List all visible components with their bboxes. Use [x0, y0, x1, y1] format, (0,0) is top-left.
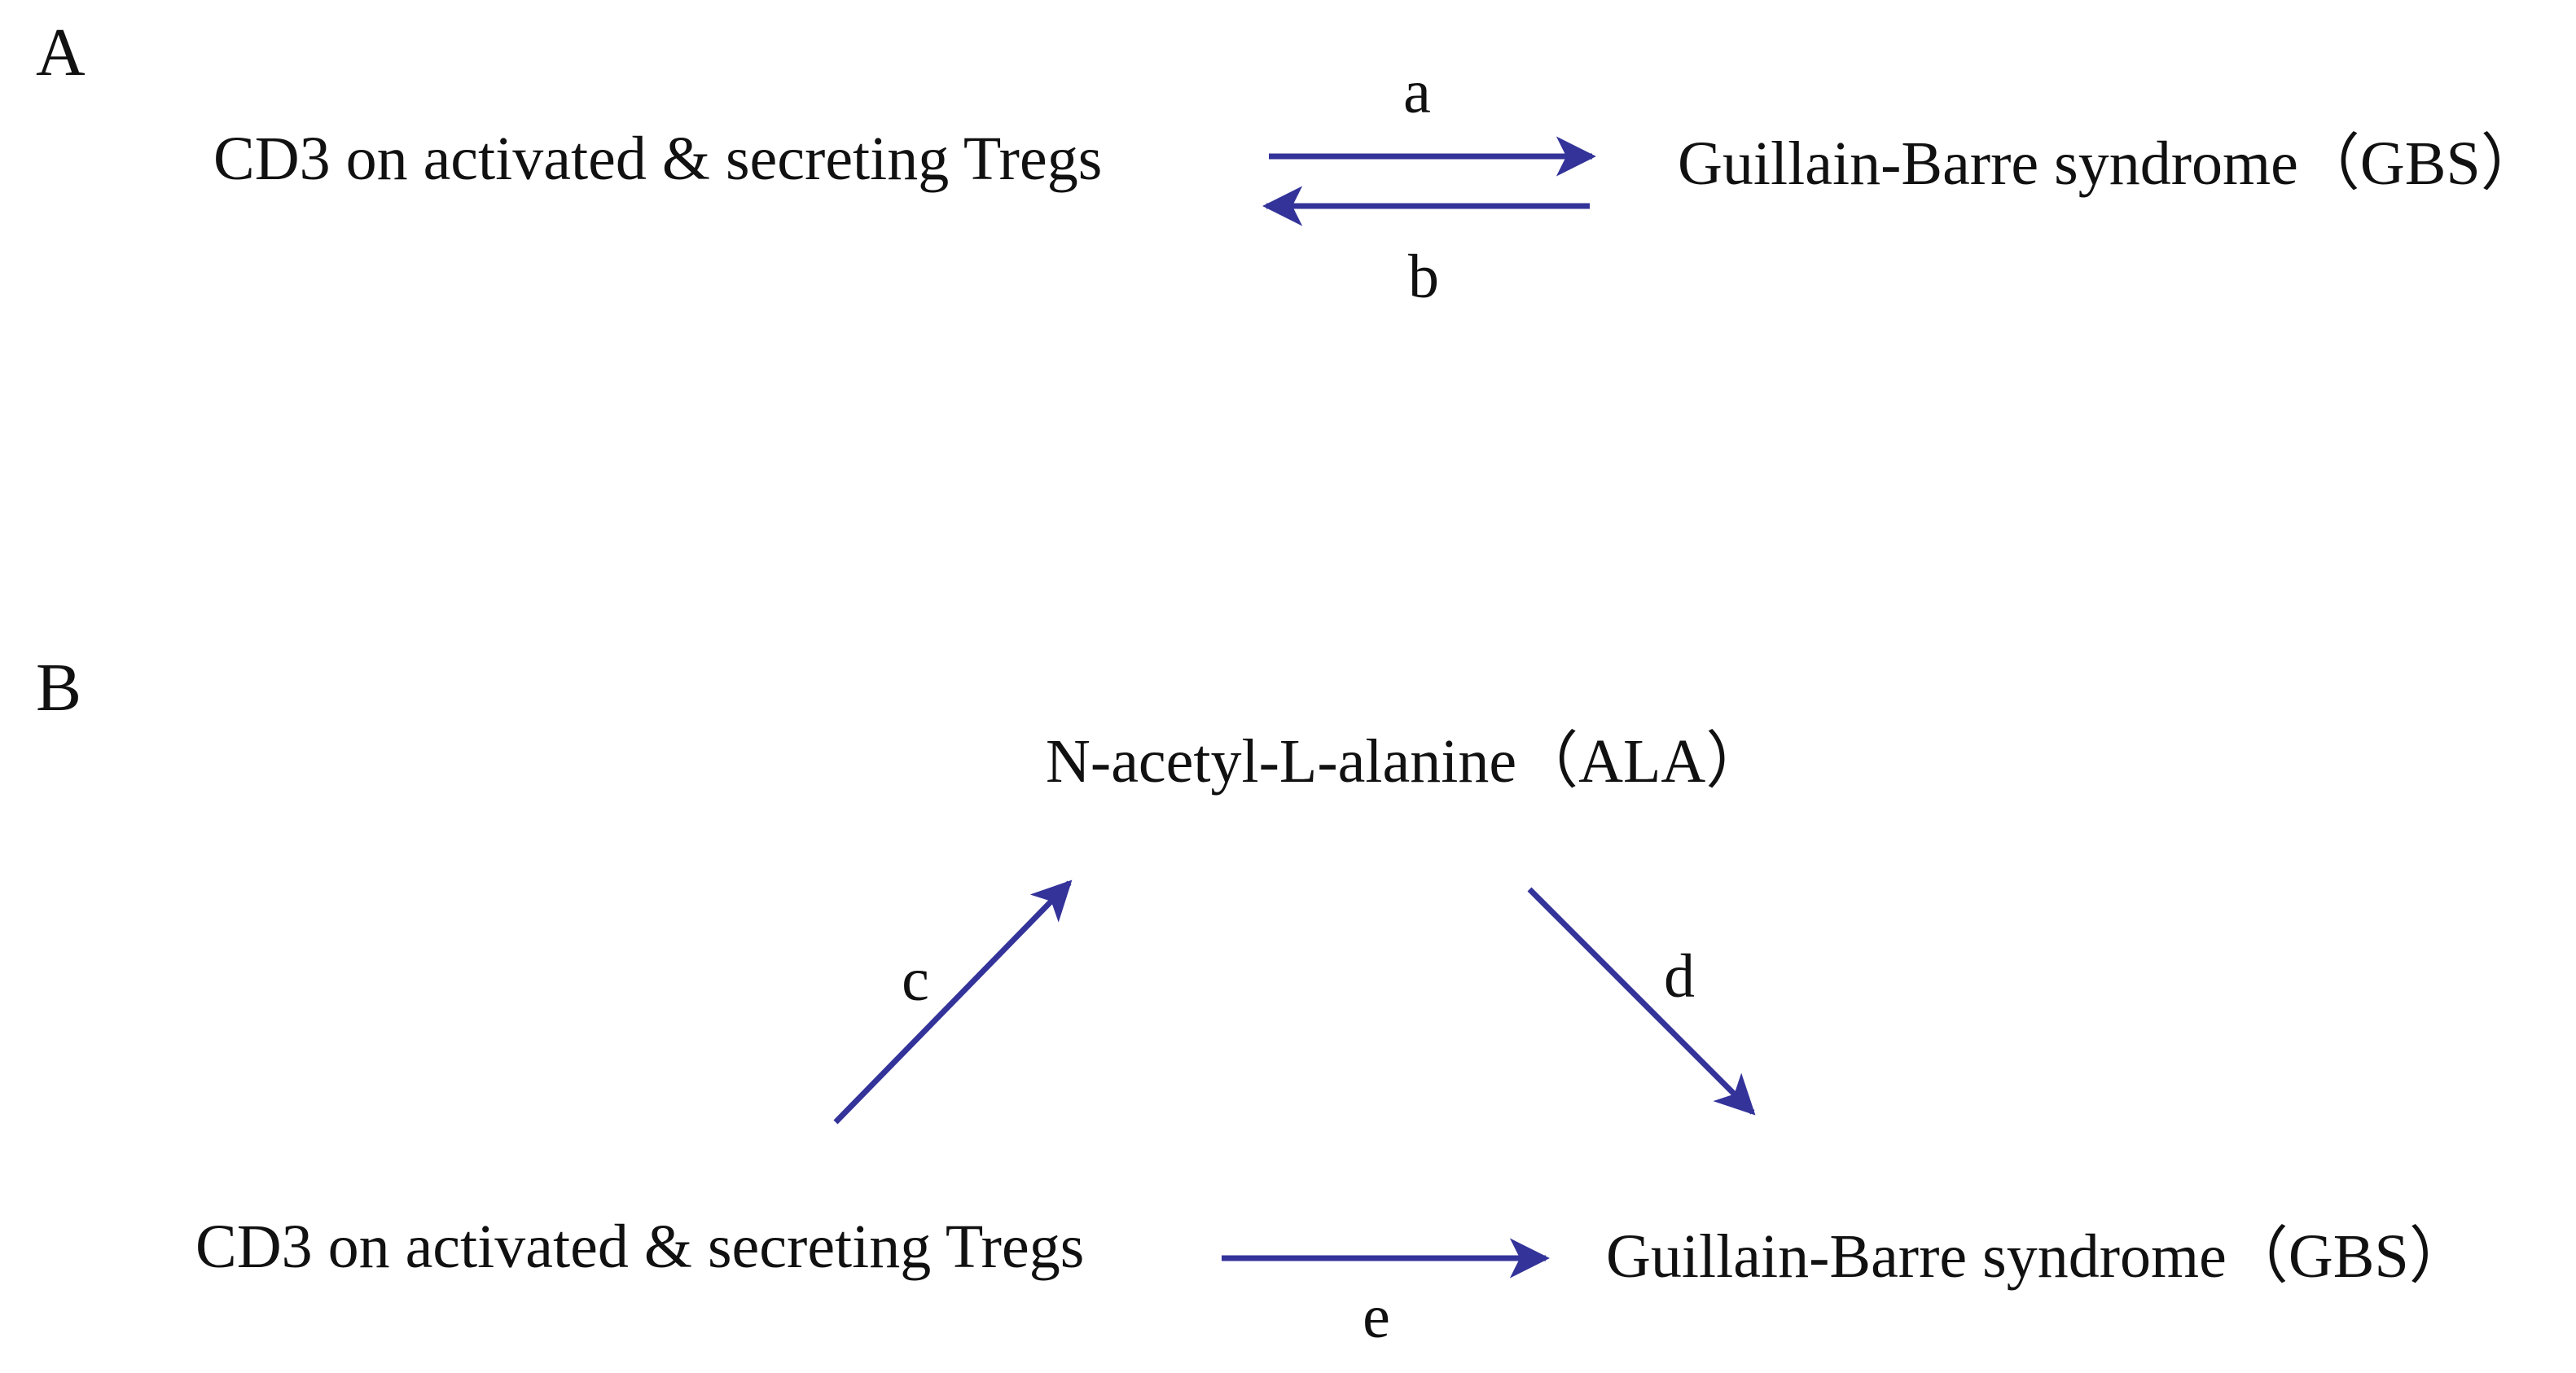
- panel-a: A CD3 on activated & secreting Tregs Gui…: [36, 15, 2543, 311]
- panel-a-outcome-node: Guillain-Barre syndrome（GBS）: [1678, 129, 2543, 198]
- arrow-b-label: b: [1408, 243, 1439, 311]
- panel-a-letter: A: [36, 15, 86, 90]
- panel-b: B N-acetyl-L-alanine（ALA） CD3 on activat…: [36, 650, 2471, 1351]
- arrow-a-label: a: [1403, 58, 1431, 126]
- arrow-d-mediator-to-outcome: [1527, 887, 1756, 1116]
- arrow-c-label: c: [902, 945, 929, 1014]
- panel-b-mediator-node: N-acetyl-L-alanine（ALA）: [1046, 727, 1767, 796]
- panel-a-exposure-node: CD3 on activated & secreting Tregs: [213, 125, 1102, 193]
- panel-b-letter: B: [36, 650, 81, 726]
- arrow-c-exposure-to-mediator: [833, 880, 1073, 1125]
- arrow-d-label: d: [1664, 942, 1695, 1011]
- panel-b-outcome-node: Guillain-Barre syndrome（GBS）: [1606, 1222, 2471, 1291]
- arrow-e-label: e: [1363, 1283, 1390, 1351]
- panel-b-exposure-node: CD3 on activated & secreting Tregs: [195, 1213, 1084, 1281]
